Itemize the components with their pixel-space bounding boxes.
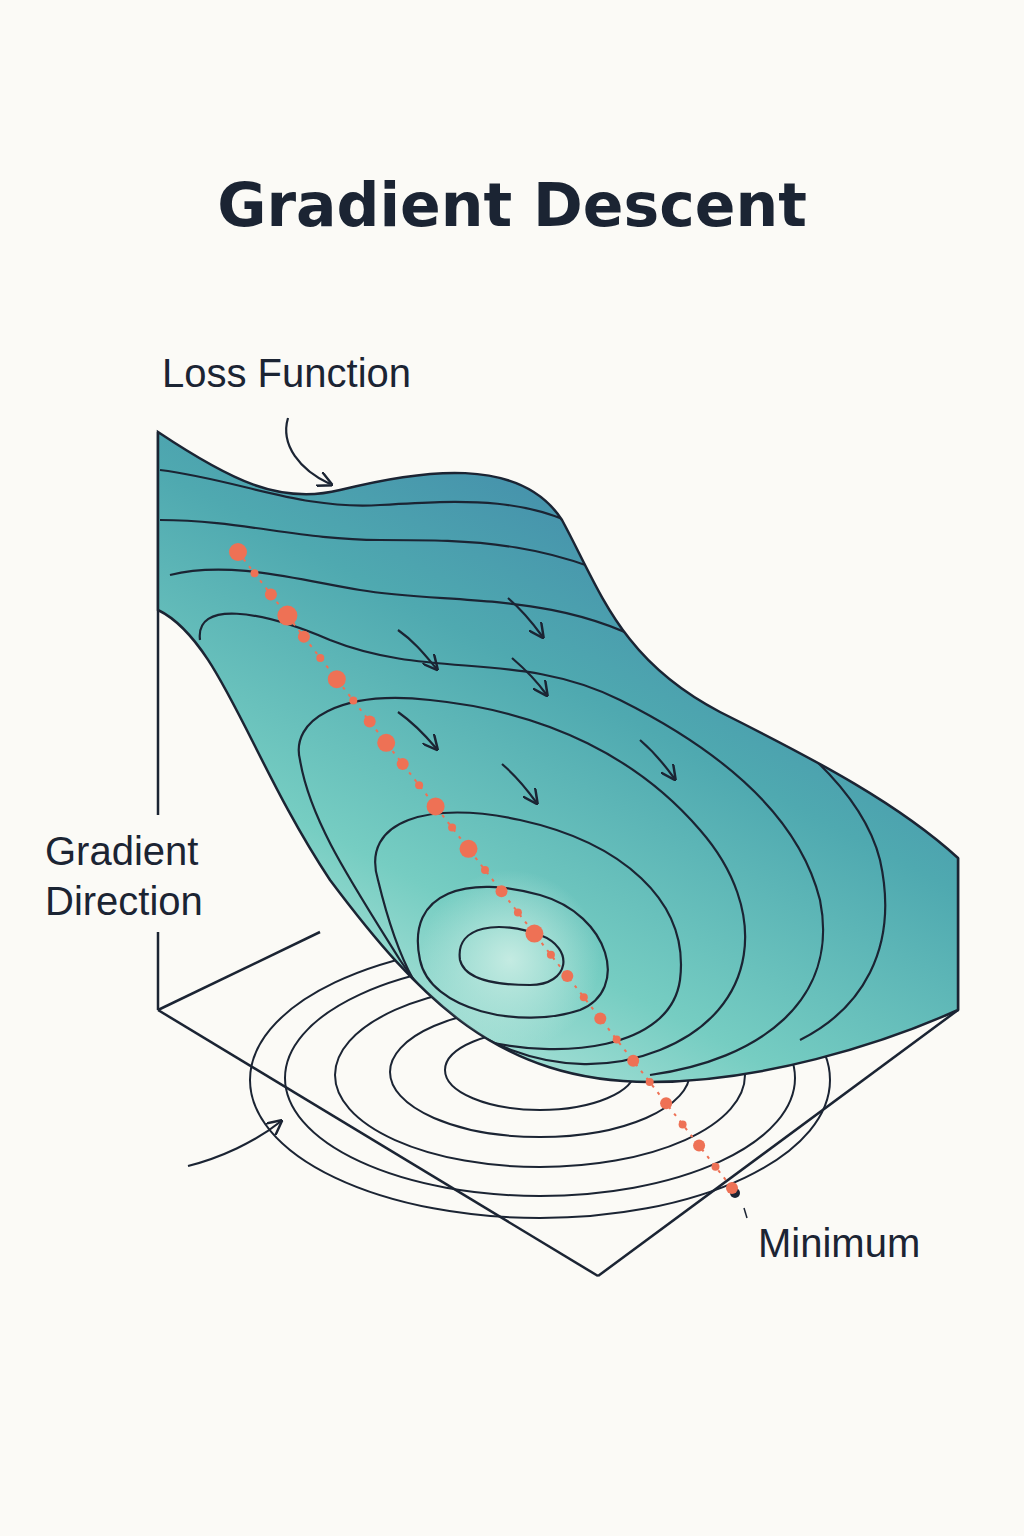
descent-step [427,797,445,815]
descent-step [397,758,409,770]
descent-step [547,951,555,959]
descent-step [525,925,543,943]
descent-step [613,1036,621,1044]
descent-step [460,840,478,858]
descent-step [679,1120,687,1128]
surface-label: Loss Function [162,348,492,398]
flow-arrows [398,598,674,802]
loss-leader [286,418,330,484]
floor-leader [188,1122,280,1166]
descent-step [660,1097,672,1109]
minimum-glow [420,870,600,1050]
descent-step [627,1055,639,1067]
descent-step [415,781,423,789]
descent-step [693,1140,705,1152]
surface-contours [160,470,940,1075]
loss-surface [158,432,958,1082]
descent-step [328,670,346,688]
descent-step [594,1012,606,1024]
descent-path [229,543,738,1194]
descent-step [580,993,588,1001]
descent-line [238,552,732,1188]
descent-step [481,866,489,874]
descent-step [277,606,297,626]
descent-step [349,696,357,704]
descent-step [298,631,310,643]
descent-step [265,588,277,600]
descent-step [712,1163,720,1171]
descent-step [496,885,508,897]
descent-step [448,824,456,832]
gradient-label: Gradient Direction [45,826,250,926]
box-frame [158,432,958,1276]
minimum-label: Minimum [758,1218,988,1268]
descent-step [646,1078,654,1086]
descent-step [229,543,247,561]
descent-step [561,970,573,982]
descent-step [364,716,376,728]
descent-step [377,734,395,752]
descent-step [514,908,522,916]
descent-step [316,654,324,662]
minimum-leader [744,1208,747,1218]
diagram-title: Gradient Descent [0,168,1024,243]
descent-step [726,1182,738,1194]
descent-step [251,569,259,577]
